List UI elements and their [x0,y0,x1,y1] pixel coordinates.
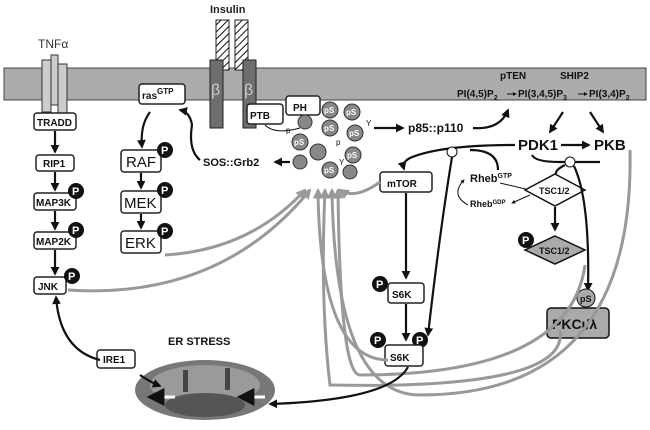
svg-text:P: P [161,145,168,157]
jnk-pathway: TRADD RIP1 MAP3K MAP2K JNK [33,112,77,295]
rheb-gdp-node: RhebGDP [470,199,506,209]
svg-text:pS: pS [324,106,335,115]
ps-label: pS [580,294,592,304]
mtor-node: mTOR [387,179,418,190]
ire1-node: IRE1 [103,355,126,366]
ptb-domain: PTB [250,111,270,122]
sos-grb2-label: SOS::Grb2 [203,157,259,169]
tradd-node: TRADD [37,118,72,129]
phospho-icon: P [412,332,428,348]
feedback-arrows [67,149,632,397]
svg-text:P: P [161,226,168,238]
phospho-marks: P P P P P P P P P P [64,142,534,348]
phospho-icon: P [157,223,173,239]
svg-text:pS: pS [346,108,357,117]
phosphoinositides: pTEN SHIP2 PI(4,5)P2 PI(3,4,5)P3 PI(3,4)… [457,71,630,102]
phospho-icon: P [157,182,173,198]
tsc-phosphorylated-diamond [523,235,587,265]
svg-text:p: p [336,138,341,147]
svg-text:P: P [161,185,168,197]
svg-text:pS: pS [349,129,360,138]
pkb-node: PKB [594,137,626,154]
tsc-phosphorylated-node: TSC1/2 [539,246,570,256]
phospho-icon: P [68,222,84,238]
erk-node: ERK [125,235,156,252]
phospho-icon: P [64,268,80,284]
s6k-node: S6K [392,290,412,301]
svg-text:P: P [376,279,383,291]
phospho-icon: P [372,276,388,292]
tnf-alpha-label: TNFα [38,37,68,51]
pten-label: pTEN [500,71,526,82]
endoplasmic-reticulum-image [135,360,275,420]
insulin-label: Insulin [210,4,246,16]
pi34p2-label: PI(3,4)P2 [589,89,630,102]
mek-node: MEK [124,195,157,212]
rheb-gtp-node: RhebGTP [470,173,512,185]
svg-text:P: P [72,225,79,237]
tnf-receptor [41,54,68,115]
svg-text:pS: pS [324,124,335,133]
tsc-diamond [523,173,587,207]
map3k-node: MAP3K [36,198,72,209]
ph-domain: PH [293,103,307,114]
svg-text:Y: Y [366,119,372,128]
svg-text:P: P [416,335,423,347]
erk-pathway: rasGTP RAF MEK ERK SOS::Grb2 [120,83,290,254]
er-stress-label: ER STRESS [168,336,230,348]
beta-subunit-label: β [211,82,220,99]
svg-text:pS: pS [324,166,335,175]
svg-text:P: P [72,186,79,198]
phospho-icon: P [68,183,84,199]
svg-text:P: P [522,235,529,247]
p85-p110-node: p85::p110 [408,121,464,135]
svg-text:Y: Y [339,158,345,167]
svg-text:pS: pS [347,151,358,160]
beta-subunit-label: β [244,82,253,99]
ras-gtp-node: rasGTP [142,87,174,102]
pip2-label: PI(4,5)P2 [457,89,498,102]
svg-text:p: p [286,126,291,135]
svg-text:P: P [68,271,75,283]
pdk1-node: PDK1 [518,137,558,154]
raf-node: RAF [126,154,156,171]
phospho-icon: P [370,332,386,348]
s6k-phosphorylated-node: S6K [390,353,410,364]
rip1-node: RIP1 [43,159,66,170]
pip3-label: PI(3,4,5)P3 [518,89,567,102]
ship2-label: SHIP2 [560,71,589,82]
jnk-node: JNK [38,282,59,293]
phospho-icon: P [157,142,173,158]
svg-text:pS: pS [294,138,305,147]
svg-text:P: P [374,335,381,347]
phospho-icon: P [518,232,534,248]
tsc-node: TSC1/2 [539,186,570,196]
cell-membrane [3,67,647,101]
map2k-node: MAP2K [36,237,72,248]
